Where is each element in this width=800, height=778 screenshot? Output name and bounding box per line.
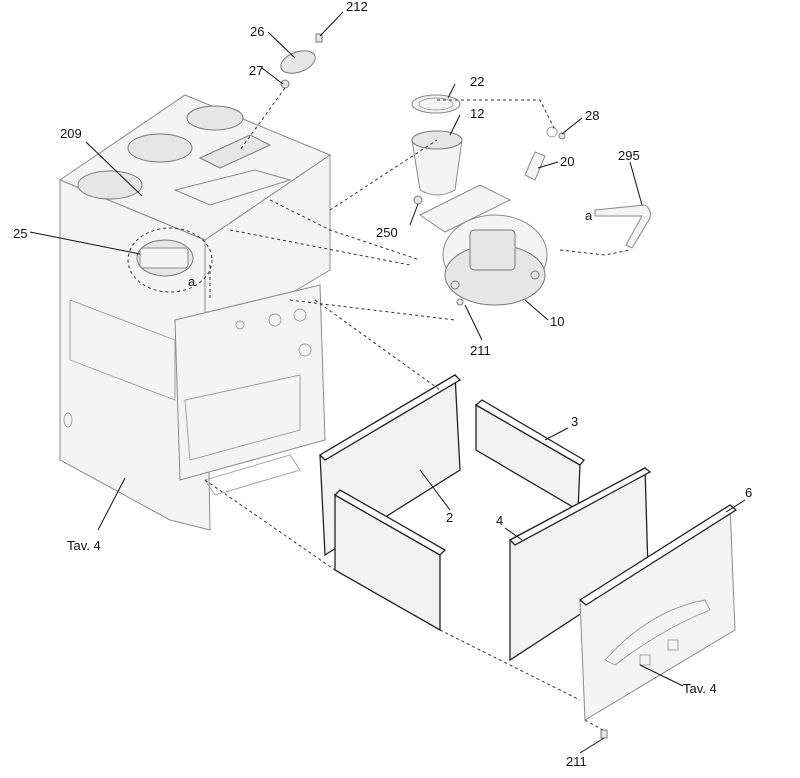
boiler-frame — [58, 94, 332, 531]
callout-26: 26 — [250, 24, 264, 39]
part-10-fan — [419, 184, 548, 306]
callout-22: 22 — [470, 74, 484, 89]
panel-6 — [578, 504, 738, 721]
part-211-screw-lower — [600, 729, 608, 739]
callout-12: 12 — [470, 106, 484, 121]
part-28-oring — [546, 126, 566, 140]
callout-10: 10 — [550, 314, 564, 329]
board-4 — [508, 466, 652, 662]
callout-212: 212 — [346, 0, 368, 14]
part-25-pressure-switch — [127, 227, 213, 293]
callout-tav4-right: Tav. 4 — [683, 681, 717, 696]
callout-28: 28 — [585, 108, 599, 123]
part-295-hose — [594, 204, 651, 249]
callout-a-right: a — [585, 208, 593, 223]
callout-250: 250 — [376, 225, 398, 240]
part-212-screw — [315, 33, 323, 43]
callout-211-upper: 211 — [470, 343, 491, 358]
board-3 — [474, 399, 585, 512]
callout-2: 2 — [446, 510, 453, 525]
part-20-pipe — [524, 151, 546, 181]
callout-a-left: a — [188, 274, 196, 289]
callout-211-lower: 211 — [566, 754, 587, 769]
part-12-venturi — [411, 130, 463, 196]
callout-3: 3 — [571, 414, 578, 429]
callout-25: 25 — [13, 226, 27, 241]
callout-6: 6 — [745, 485, 752, 500]
callout-27: 27 — [249, 63, 263, 78]
callout-20: 20 — [560, 154, 574, 169]
part-22-gasket — [411, 94, 461, 114]
callout-295: 295 — [618, 148, 640, 163]
part-250-screw — [413, 195, 423, 205]
part-26-cover — [280, 50, 316, 74]
leader-lines — [29, 11, 746, 754]
callout-tav4-left: Tav. 4 — [67, 538, 101, 553]
part-211-screw-upper — [456, 298, 464, 306]
callout-209: 209 — [60, 126, 82, 141]
callout-4: 4 — [496, 513, 503, 528]
